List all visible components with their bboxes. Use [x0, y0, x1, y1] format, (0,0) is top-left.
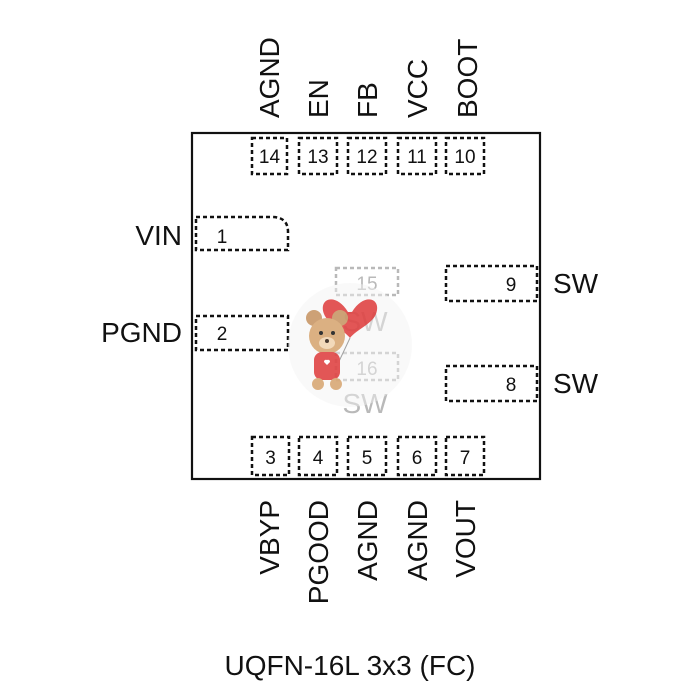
pin-number: 16 [356, 359, 377, 380]
pin-13: 13 EN [297, 79, 339, 176]
pin-number: 9 [506, 275, 517, 296]
pin-9: 9 SW [444, 264, 599, 303]
pin-pad [396, 435, 438, 477]
pin-label: FB [352, 82, 383, 118]
pin-10: 10 BOOT [444, 39, 486, 176]
pin-number: 13 [307, 147, 328, 168]
pin-number: 14 [259, 147, 281, 168]
pin-14: 14 AGND [250, 37, 289, 176]
pin-11: 11 VCC [396, 59, 438, 176]
pin-label: VOUT [450, 500, 481, 578]
pin-label: AGND [254, 37, 285, 118]
pin-label: PGOOD [303, 500, 334, 604]
pin-pad [444, 364, 539, 403]
pin-pad [250, 136, 289, 176]
pin-pad [346, 435, 388, 477]
pin-pad [444, 136, 486, 176]
package-label: UQFN-16L 3x3 (FC) [224, 650, 475, 681]
pin-pad [297, 435, 339, 477]
pin-label: PGND [101, 317, 182, 348]
pin-label: EN [303, 79, 334, 118]
pin-6: 6 AGND [396, 435, 438, 581]
pin-label: VBYP [254, 500, 285, 575]
pin-number: 5 [362, 448, 373, 469]
pin-pad [250, 435, 291, 477]
pin-label: SW [553, 368, 599, 399]
pin-pad [444, 264, 539, 303]
pin-3: 3 VBYP [250, 435, 291, 575]
watermark-bear-icon [288, 283, 412, 407]
pin-number: 10 [454, 147, 475, 168]
pin-pad [396, 136, 438, 176]
pin-number: 11 [407, 147, 427, 168]
pin-label: AGND [352, 500, 383, 581]
pin-5: 5 AGND [346, 435, 388, 581]
pin-label: AGND [402, 500, 433, 581]
pin-label: VIN [135, 220, 182, 251]
pin-pad [194, 215, 290, 252]
pin-number: 7 [460, 448, 471, 469]
pin-pad [194, 314, 290, 352]
pin-number: 6 [412, 448, 423, 469]
pin-number: 8 [506, 375, 517, 396]
pin-number: 2 [217, 324, 228, 345]
pin-4: 4 PGOOD [297, 435, 339, 604]
pin-pad [444, 435, 486, 477]
pin-number: 12 [356, 147, 377, 168]
pin-label: BOOT [452, 39, 483, 118]
pin-number: 3 [265, 448, 276, 469]
pin-pad [334, 266, 400, 297]
pin-pad [346, 136, 388, 176]
pin-12: 12 FB [346, 82, 388, 176]
pin-8: 8 SW [444, 364, 599, 403]
pin-pad [297, 136, 339, 176]
pin-1: 1 VIN [135, 215, 290, 252]
pin-7: 7 VOUT [444, 435, 486, 578]
pin-number: 1 [217, 227, 228, 248]
package-outline [190, 131, 542, 481]
pin-number: 15 [356, 274, 377, 295]
pin-label: SW [342, 388, 388, 419]
pin-2: 2 PGND [101, 314, 290, 352]
pin-label: SW [553, 268, 599, 299]
pin-number: 4 [313, 448, 324, 469]
pin-label: VCC [402, 59, 433, 118]
